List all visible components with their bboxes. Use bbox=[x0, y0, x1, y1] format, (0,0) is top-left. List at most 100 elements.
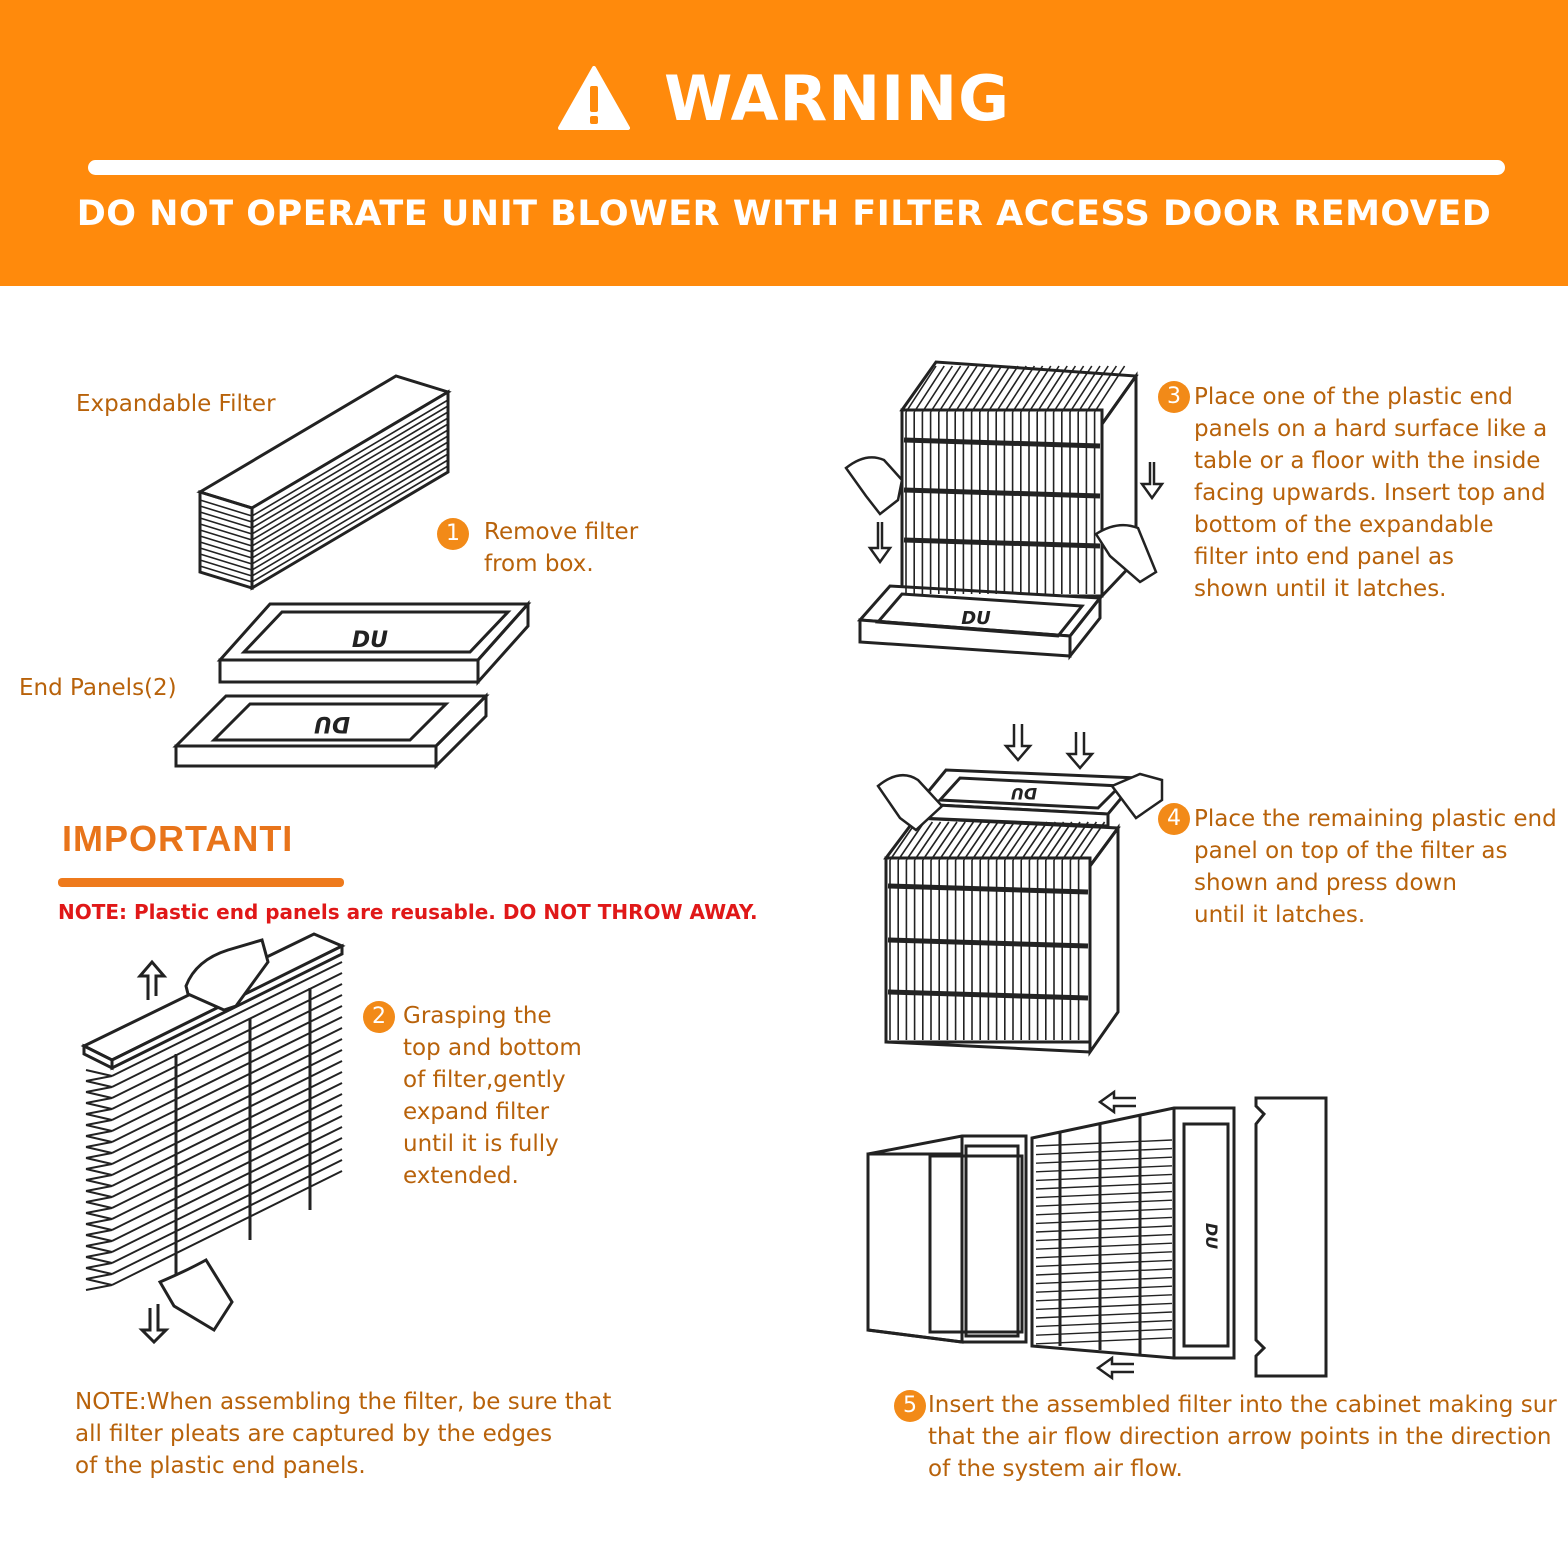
pleat-line bbox=[199, 553, 253, 571]
pleat-line bbox=[1077, 821, 1106, 861]
pleat-line bbox=[251, 423, 449, 541]
pleat-line bbox=[111, 1126, 343, 1242]
pleat-line bbox=[995, 821, 1024, 861]
pleat-line bbox=[111, 1038, 343, 1154]
pleat-line bbox=[1085, 365, 1118, 413]
pleat-line bbox=[930, 821, 958, 861]
step-3-badge: 3 bbox=[1158, 381, 1190, 413]
expandable-filter-label: Expandable Filter bbox=[76, 391, 276, 417]
pleat-line bbox=[1069, 365, 1101, 413]
pleat-line bbox=[251, 429, 449, 547]
pleat-line bbox=[251, 465, 449, 583]
pleat-line bbox=[199, 511, 253, 529]
end-panels-label: End Panels(2) bbox=[19, 675, 177, 701]
pleat-line bbox=[251, 399, 449, 517]
pleat-line bbox=[987, 821, 1016, 861]
pleat-line bbox=[111, 1148, 343, 1264]
warning-title: WARNING bbox=[663, 61, 1011, 135]
pleat-line bbox=[199, 523, 253, 541]
pleat-line bbox=[913, 821, 942, 861]
pleat-line bbox=[111, 1159, 343, 1275]
du-mark-5: DU bbox=[1202, 1223, 1221, 1249]
pleat-line bbox=[251, 435, 449, 553]
pleat-line bbox=[913, 365, 945, 413]
pleat-line bbox=[251, 405, 449, 523]
pleat-line bbox=[1053, 821, 1081, 861]
important-divider bbox=[58, 878, 344, 887]
pleat-line bbox=[111, 1082, 343, 1198]
pleat-line bbox=[199, 499, 253, 517]
pleat-line bbox=[1036, 821, 1065, 861]
pleat-line bbox=[954, 365, 986, 413]
pleat-line bbox=[111, 1027, 343, 1143]
warning-title-row: WARNING bbox=[0, 58, 1568, 138]
important-heading: IMPORTANTI bbox=[62, 818, 294, 859]
pleat-line bbox=[111, 972, 343, 1088]
pleat-line bbox=[1012, 821, 1040, 861]
pleat-line bbox=[251, 417, 449, 535]
pleat-line bbox=[962, 365, 995, 413]
pleat-line bbox=[199, 529, 253, 547]
warning-triangle-icon bbox=[557, 66, 630, 130]
du-mark-4: DU bbox=[1011, 784, 1037, 803]
pleat-line bbox=[199, 517, 253, 535]
pleat-line bbox=[1020, 365, 1052, 413]
pleat-line bbox=[199, 541, 253, 559]
step-2-badge: 2 bbox=[363, 1001, 395, 1033]
pleat-line bbox=[970, 365, 1003, 413]
banner-divider bbox=[88, 160, 1505, 175]
pleat-line bbox=[1003, 365, 1036, 413]
pleat-line bbox=[251, 447, 449, 565]
pleat-line bbox=[971, 821, 999, 861]
pleat-line bbox=[111, 1016, 343, 1132]
assembly-note: NOTE:When assembling the filter, be sure… bbox=[75, 1389, 612, 1479]
pleat-line bbox=[1004, 821, 1032, 861]
pleat-line bbox=[251, 411, 449, 529]
pleat-line bbox=[938, 365, 970, 413]
step-5-text: Insert the assembled filter into the cab… bbox=[928, 1392, 1557, 1482]
pleat-line bbox=[111, 1005, 343, 1121]
pleat-line bbox=[979, 821, 1007, 861]
pleat-line bbox=[1069, 821, 1098, 861]
pleat-line bbox=[1045, 821, 1073, 861]
step-4-text: Place the remaining plastic end panel on… bbox=[1194, 806, 1557, 928]
pleat-line bbox=[111, 1115, 343, 1231]
pleat-line bbox=[987, 365, 1019, 413]
pleat-line bbox=[111, 1060, 343, 1176]
pleat-line bbox=[111, 1093, 343, 1209]
pleat-line bbox=[889, 821, 917, 861]
pleat-line bbox=[938, 821, 966, 861]
pleat-line bbox=[1044, 365, 1077, 413]
du-mark-1: DU bbox=[352, 628, 388, 653]
pleat-line bbox=[251, 459, 449, 577]
pleat-line bbox=[897, 821, 925, 861]
pleat-line bbox=[1028, 365, 1060, 413]
pleat-line bbox=[929, 365, 962, 413]
step-1-text: Remove filter from box. bbox=[484, 519, 639, 577]
pleat-line bbox=[905, 365, 937, 413]
step-1-badge: 1 bbox=[437, 518, 469, 550]
pleat-line bbox=[995, 365, 1027, 413]
du-mark-2: DU bbox=[314, 711, 350, 736]
pleat-line bbox=[921, 365, 954, 413]
pleat-line bbox=[905, 821, 934, 861]
pleat-line bbox=[111, 983, 343, 1099]
pleat-line bbox=[199, 505, 253, 523]
pleat-line bbox=[111, 1049, 343, 1165]
pleat-line bbox=[251, 453, 449, 571]
pleat-line bbox=[922, 821, 950, 861]
reusable-note: NOTE: Plastic end panels are reusable. D… bbox=[58, 900, 758, 924]
step-2-text: Grasping the top and bottom of filter,ge… bbox=[403, 1003, 582, 1189]
du-mark-3: DU bbox=[961, 608, 991, 629]
pleat-line bbox=[1028, 821, 1057, 861]
pleat-line bbox=[1052, 365, 1085, 413]
pleat-line bbox=[251, 441, 449, 559]
pleat-line bbox=[111, 1071, 343, 1187]
pleat-line bbox=[1020, 821, 1048, 861]
pleat-line bbox=[199, 547, 253, 565]
pleat-line bbox=[1061, 365, 1093, 413]
